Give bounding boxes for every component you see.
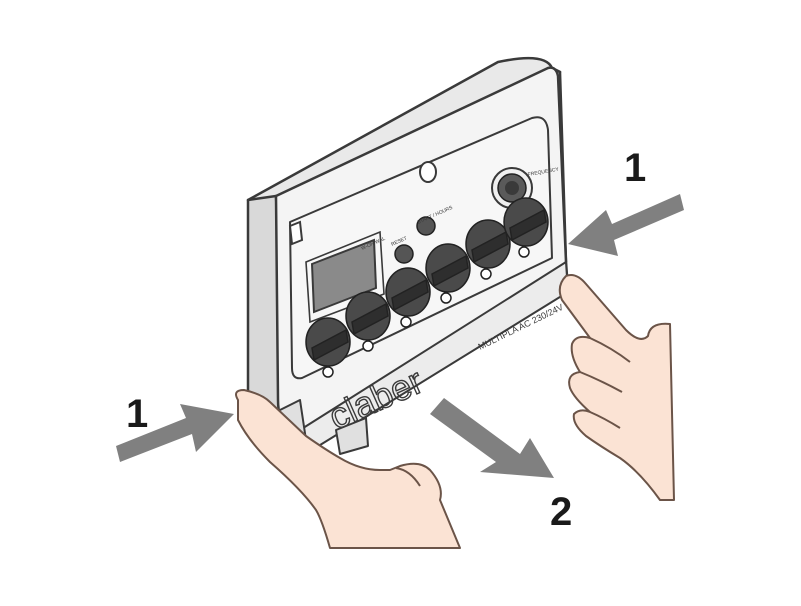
push-arrow-right (568, 194, 684, 256)
program-dial (425, 243, 471, 304)
device-foot (335, 417, 369, 455)
right-hand-palm (558, 274, 675, 501)
step-label-down: 2 (550, 490, 573, 534)
pull-arrow-down (430, 398, 554, 478)
left-hand-finger (235, 389, 461, 549)
device-hinge-clip (288, 220, 304, 246)
right-hand-finger-crease (589, 411, 621, 429)
step-label-left: 1 (126, 392, 149, 436)
device-mount-hole (419, 161, 437, 183)
left-hand (235, 389, 461, 549)
program-dial (503, 197, 549, 258)
push-arrow-icon (568, 194, 684, 256)
push-arrow-icon (116, 404, 234, 462)
push-arrow-left (116, 404, 234, 462)
program-dial (385, 267, 431, 328)
left-hand-knuckle (395, 467, 421, 487)
reset-button (394, 244, 414, 264)
right-hand-finger-crease (589, 337, 631, 363)
right-hand (558, 274, 675, 501)
pull-arrow-icon (430, 398, 554, 478)
lcd-frame (305, 230, 385, 324)
program-dials (305, 197, 549, 378)
program-dial (465, 219, 511, 280)
frequency-label: FREQUENCY (527, 166, 560, 177)
program-dial (345, 291, 391, 352)
right-hand-finger-crease (579, 371, 623, 393)
program-dial (305, 317, 351, 378)
device-buttons (394, 216, 436, 264)
step-label-right: 1 (624, 146, 647, 190)
start-button (416, 216, 436, 236)
